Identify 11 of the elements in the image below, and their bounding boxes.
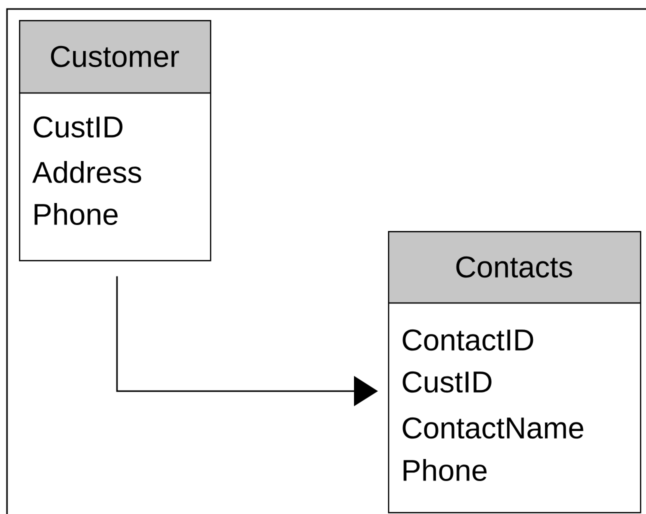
field-name: Address [32,160,142,184]
table-header: Customer [51,46,179,68]
field-name: ContactName [402,417,584,439]
field-name: CustID [34,116,122,138]
table-box [19,20,212,262]
table-box [388,231,642,514]
field-name: Phone [404,458,487,481]
field-name: CustID [402,371,492,393]
field-name: ContactID [402,329,534,351]
table-header: Contacts [456,256,572,278]
field-name: Phone [34,202,118,226]
